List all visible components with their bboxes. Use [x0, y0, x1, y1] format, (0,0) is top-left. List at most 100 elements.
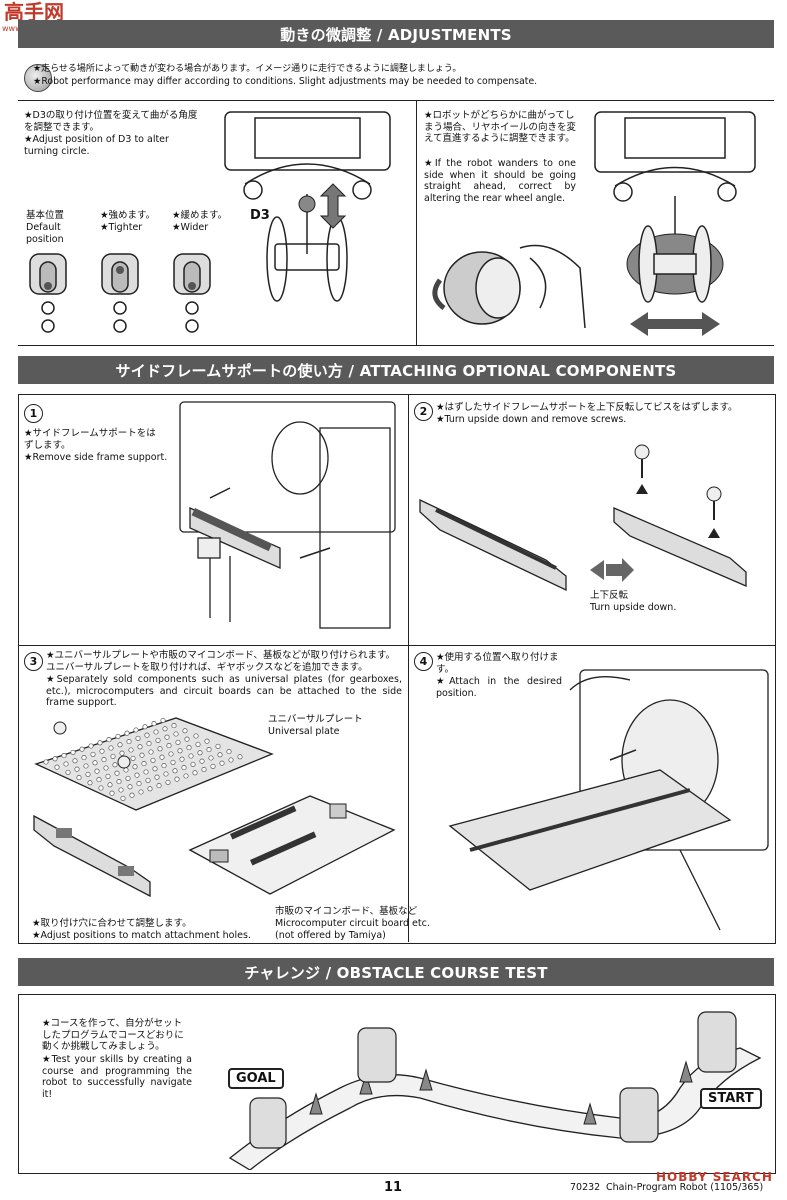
- plate-hole: [226, 749, 232, 755]
- plate-hole: [159, 754, 165, 760]
- plate-hole: [152, 766, 158, 772]
- plate-hole: [163, 771, 169, 777]
- plate-hole: [135, 735, 141, 741]
- optional-divider-horizontal: [18, 645, 775, 646]
- plate-hole: [219, 760, 225, 766]
- start-label: START: [700, 1088, 762, 1109]
- plate-hole: [181, 765, 187, 771]
- step-3-frame-illustration: [33, 814, 151, 898]
- plate-hole: [79, 746, 85, 752]
- part-label-d3: D3: [250, 208, 270, 223]
- plate-hole: [85, 771, 91, 777]
- plate-hole: [114, 770, 120, 776]
- plate-hole: [143, 769, 149, 775]
- board-label-jp: 市販のマイコンボード、基板など: [275, 906, 418, 917]
- plate-hole: [237, 754, 243, 760]
- plate-hole: [166, 743, 172, 749]
- chassis-illustration-left: [224, 111, 391, 302]
- plate-hole: [177, 748, 183, 754]
- plate-hole: [65, 769, 71, 775]
- plate-hole: [63, 761, 69, 767]
- plate-hole: [101, 757, 107, 763]
- plate-hole: [150, 757, 156, 763]
- bracket-illustrations: [29, 253, 211, 333]
- step-1-number: 1: [24, 404, 43, 423]
- footer-code: 70232: [570, 1182, 601, 1193]
- plate-hole: [83, 763, 89, 769]
- adjustments-frame-top: [18, 100, 774, 101]
- plate-hole: [148, 749, 154, 755]
- plate-hole: [137, 744, 143, 750]
- plate-hole: [126, 739, 132, 745]
- universal-plate-illustration: [34, 717, 274, 811]
- plate-hole: [61, 753, 67, 759]
- plate-hole: [183, 773, 189, 779]
- plate-hole: [199, 758, 205, 764]
- challenge-en: ★Test your skills by creating a course a…: [42, 1054, 192, 1100]
- step-1-illustration: [179, 401, 396, 629]
- plate-hole: [106, 737, 112, 743]
- plate-hole: [228, 757, 234, 763]
- challenge-jp: ★コースを作って、自分がセットしたプログラムでコースどおりに動くか挑戦してみまし…: [42, 1018, 184, 1052]
- step-3-jp: ★ユニバーサルプレートや市販のマイコンボード、基板などが取り付けられます。ユニバ…: [46, 650, 395, 673]
- chassis-illustration-right: [594, 111, 756, 336]
- plate-hole: [204, 738, 210, 744]
- plate-hole: [112, 762, 118, 768]
- plate-hole: [195, 741, 201, 747]
- adjustments-title: 動きの微調整 / ADJUSTMENTS: [280, 25, 512, 44]
- plate-hole: [90, 751, 96, 757]
- flip-arrow-icon: [590, 558, 634, 582]
- option-wider-en: ★Wider: [172, 222, 209, 233]
- plate-hole: [103, 765, 109, 771]
- plate-hole: [110, 753, 116, 759]
- plate-hole: [168, 751, 174, 757]
- plate-hole: [130, 755, 136, 761]
- plate-hole: [146, 741, 152, 747]
- plate-hole: [165, 779, 171, 785]
- option-tighter-jp: ★強めます。: [100, 210, 156, 221]
- optional-banner: サイドフレームサポートの使い方 / ATTACHING OPTIONAL COM…: [18, 356, 774, 384]
- plate-hole: [81, 755, 87, 761]
- plate-hole: [215, 743, 221, 749]
- optional-divider-vertical: [408, 394, 409, 942]
- option-default-en: Default position: [26, 222, 64, 245]
- adjust-left-jp: ★D3の取り付け位置を変えて曲がる角度を調整できます。: [24, 110, 198, 133]
- plate-hole: [54, 764, 60, 770]
- step-1-jp: ★サイドフレームサポートをはずします。: [24, 428, 156, 451]
- microcomputer-board-illustration: [188, 795, 396, 895]
- plate-hole: [138, 789, 144, 795]
- plate-hole: [142, 724, 148, 730]
- plate-hole: [70, 749, 76, 755]
- step-2-jp: ★はずしたサイドフレームサポートを上下反転してビスをはずします。: [436, 402, 738, 413]
- adjustments-intro-en: ★Robot performance may differ according …: [33, 76, 538, 87]
- plate-hole: [154, 774, 160, 780]
- plate-hole: [147, 786, 153, 792]
- goal-label: GOAL: [228, 1068, 284, 1089]
- step-3-adjust-en: ★Adjust positions to match attachment ho…: [32, 930, 251, 941]
- plate-hole: [118, 787, 124, 793]
- plate-hole: [96, 777, 102, 783]
- plate-hole: [117, 742, 123, 748]
- plate-hole: [188, 753, 194, 759]
- option-tighter-en: ★Tighter: [100, 222, 143, 233]
- board-label-note: (not offered by Tamiya): [275, 930, 386, 941]
- plate-hole: [136, 781, 142, 787]
- plate-hole: [197, 750, 203, 756]
- step-2-flip-jp: 上下反転: [590, 590, 629, 601]
- plate-hole: [190, 761, 196, 767]
- plate-hole: [116, 779, 122, 785]
- plate-hole: [74, 766, 80, 772]
- adjust-right-en: ★If the robot wanders to one side when i…: [424, 158, 576, 204]
- plate-hole: [193, 733, 199, 739]
- plate-hole: [107, 782, 113, 788]
- plate-hole: [201, 767, 207, 773]
- plate-hole: [192, 770, 198, 776]
- challenge-title: チャレンジ / OBSTACLE COURSE TEST: [244, 963, 548, 982]
- plate-hole: [160, 717, 166, 723]
- plate-hole: [156, 783, 162, 789]
- plate-hole: [43, 759, 49, 765]
- plate-hole: [98, 785, 104, 791]
- plate-hole: [144, 732, 150, 738]
- step-3-adjust-jp: ★取り付け穴に合わせて調整します。: [32, 918, 192, 929]
- rear-wheel-hand-illustration: [432, 244, 586, 329]
